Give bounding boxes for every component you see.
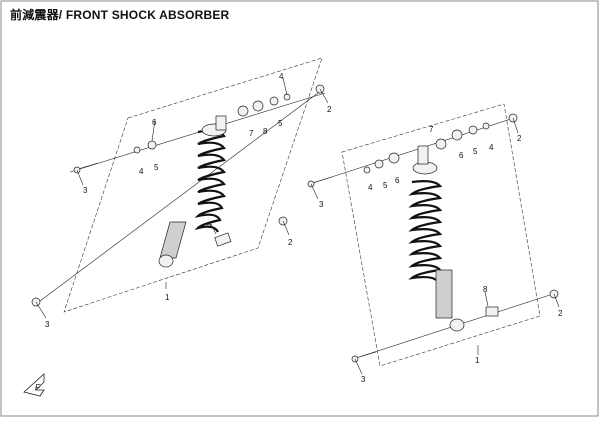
- left-leader-4-top: [282, 77, 288, 96]
- right-label-3-top: 3: [319, 200, 324, 209]
- right-leader-2-low: [553, 293, 560, 308]
- right-part-3-bolt-low: [355, 351, 377, 359]
- right-part-5-washer: [374, 159, 384, 169]
- left-part-6-bushing: [214, 232, 232, 247]
- right-group-outline: [341, 103, 541, 367]
- left-label-3-top: 3: [83, 186, 88, 195]
- left-label-7: 7: [249, 129, 254, 138]
- right-label-6-top: 6: [459, 151, 464, 160]
- right-part-7-washer: [435, 138, 447, 150]
- left-label-5-low: 5: [154, 163, 159, 172]
- right-part-3-bolt-top: [311, 176, 333, 184]
- left-damper-body: [159, 221, 187, 259]
- right-label-6-low: 6: [395, 176, 400, 185]
- right-bottom-eye: [449, 318, 465, 332]
- right-label-2-top: 2: [517, 134, 522, 143]
- right-spring: [408, 180, 443, 283]
- left-label-1: 1: [165, 293, 170, 302]
- front-direction-icon: F: [23, 373, 45, 397]
- left-label-4-low: 4: [139, 167, 144, 176]
- right-label-4-top: 4: [489, 143, 494, 152]
- left-part-4-washer: [133, 146, 141, 154]
- right-label-7: 7: [429, 125, 434, 134]
- left-label-8: 8: [263, 127, 268, 136]
- left-spring: [194, 129, 226, 233]
- right-label-5-low: 5: [383, 181, 388, 190]
- left-part-7-washer: [237, 105, 249, 117]
- right-leader-3-top: [310, 183, 319, 200]
- left-shock-assembly: 1 2 2 3 3 4 4 5 5 6 6 7 8: [31, 57, 332, 329]
- right-label-1: 1: [475, 356, 480, 365]
- left-label-3-low: 3: [45, 320, 50, 329]
- right-part-8-bushing: [485, 306, 499, 317]
- left-label-6-top: 6: [152, 118, 157, 127]
- left-label-5-top: 5: [278, 119, 283, 128]
- left-top-axis-line: [69, 92, 326, 173]
- right-leader-3-low: [354, 358, 363, 375]
- left-part-6-washer: [252, 100, 264, 112]
- left-bottom-eye: [158, 254, 174, 268]
- right-label-2-low: 2: [558, 309, 563, 318]
- left-part-3-bolt-top: [77, 162, 99, 170]
- right-shock-assembly: 1 2 2 3 3 4 4 5 5 6 6 7 8: [307, 103, 563, 384]
- left-part-5-washer-top: [269, 96, 279, 106]
- left-label-2-low: 2: [288, 238, 293, 247]
- right-top-bushing: [417, 145, 429, 165]
- left-label-4-top: 4: [279, 72, 284, 81]
- diagram-title: 前減震器/ FRONT SHOCK ABSORBER: [10, 8, 230, 22]
- left-top-bushing: [215, 115, 227, 131]
- left-leader-6-top: [151, 119, 156, 142]
- left-leader-3-top: [76, 169, 84, 186]
- left-leader-2-low: [282, 220, 290, 236]
- left-leader-3-low: [35, 301, 47, 319]
- left-leader-6-low: [209, 221, 217, 235]
- front-direction-label: F: [35, 383, 41, 392]
- right-part-6-washer-top: [451, 129, 463, 141]
- right-label-4-low: 4: [368, 183, 373, 192]
- right-top-axis-line: [309, 117, 515, 185]
- right-part-5-washer-top: [468, 125, 478, 135]
- left-axis-line: [39, 89, 323, 302]
- right-part-4-washer-top: [482, 122, 490, 130]
- left-group-outline: [63, 57, 323, 313]
- right-label-3-low: 3: [361, 375, 366, 384]
- left-part-5-washer: [147, 140, 157, 150]
- right-label-5-top: 5: [473, 147, 478, 156]
- right-damper-body: [435, 269, 453, 319]
- right-part-4-washer: [363, 166, 371, 174]
- right-part-6-washer: [388, 152, 400, 164]
- left-label-2-top: 2: [327, 105, 332, 114]
- right-leader-2-top: [512, 117, 519, 134]
- right-leader-8: [484, 291, 489, 307]
- left-leader-2-top: [319, 88, 329, 104]
- left-label-6-low: 6: [207, 221, 212, 230]
- right-label-8: 8: [483, 285, 488, 294]
